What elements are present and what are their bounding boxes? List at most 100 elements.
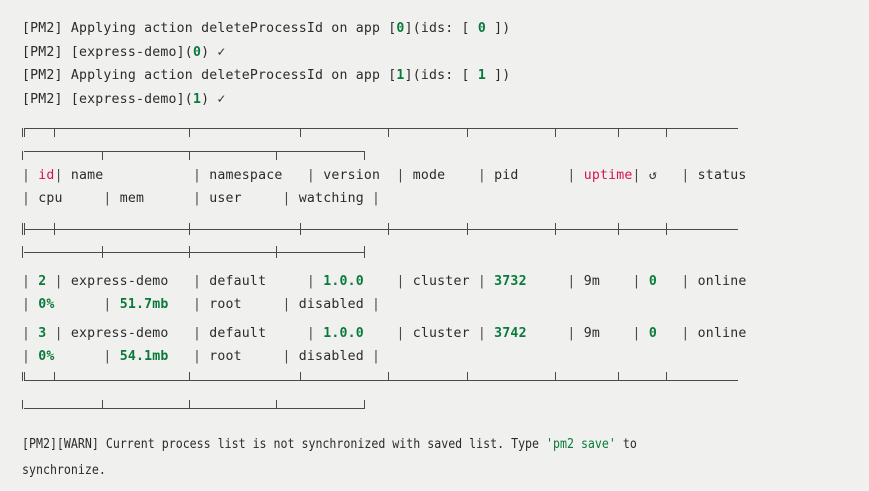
table-mid-rule-secondary	[24, 252, 364, 253]
table-mid-tick-6	[554, 223, 556, 235]
log-segment: [PM2] [express-demo](	[22, 44, 193, 60]
log-segment: ](ids: [	[404, 68, 478, 83]
spacer	[55, 297, 104, 312]
spacer	[690, 326, 698, 341]
column-separator: |	[192, 274, 202, 289]
column-separator: |	[477, 168, 487, 183]
table-mid-tick-3	[300, 223, 302, 235]
warning-segment: [PM2][WARN] Current process list is not …	[22, 437, 547, 452]
table-mid2-tick-0	[22, 246, 23, 258]
spacer	[470, 274, 478, 289]
row0-primary-cell-8: online	[697, 274, 747, 289]
row0-secondary-cell-1: 51.7mb	[119, 297, 169, 312]
header-primary-cell-3: version	[323, 168, 381, 183]
spacer	[690, 168, 698, 183]
row1-primary-cell-6: 9m	[583, 326, 600, 341]
column-separator: |	[282, 191, 291, 206]
column-separator: |	[282, 349, 291, 364]
log-line-result-0: [PM2] [express-demo](0) ✓	[22, 41, 510, 65]
column-separator: |	[372, 349, 381, 364]
table-top-left-corner	[24, 128, 25, 137]
table-mid2-tick-4	[363, 246, 365, 258]
header-secondary-cell-3: watching	[298, 191, 364, 206]
row0-primary-cell-2: default	[209, 274, 267, 289]
table-row: | 2 | express-demo | default | 1.0.0 | c…	[22, 270, 755, 294]
row1-primary-cell-2: default	[209, 326, 267, 341]
column-separator: |	[22, 349, 31, 364]
log-line-delete-1: [PM2] Applying action deleteProcessId on…	[22, 64, 510, 88]
table-top2-tick-0	[22, 151, 23, 160]
spacer	[201, 297, 209, 312]
spacer	[201, 274, 209, 289]
warning-line-1: [PM2][WARN] Current process list is not …	[22, 432, 637, 458]
spacer	[291, 191, 299, 206]
row0-primary-cell-1: express-demo	[70, 274, 169, 289]
log-segment: )	[201, 91, 218, 107]
spacer	[291, 297, 299, 312]
table-mid2-tick-3	[276, 246, 278, 258]
table-top-tick-7	[618, 128, 620, 137]
table-top-tick-4	[387, 128, 389, 137]
row0-primary-cell-0: 2	[38, 274, 47, 289]
spacer	[747, 168, 755, 183]
table-row-secondary: | 0% | 54.1mb | root | disabled |	[22, 345, 380, 369]
spacer	[169, 326, 193, 341]
spacer	[144, 191, 193, 206]
table-row: | 3 | express-demo | default | 1.0.0 | c…	[22, 322, 755, 346]
row0-secondary-cell-2: root	[209, 297, 242, 312]
table-top-rule-primary	[24, 128, 738, 129]
column-separator: |	[681, 326, 690, 341]
column-separator: |	[306, 274, 316, 289]
spacer	[169, 297, 193, 312]
column-separator: |	[567, 274, 576, 289]
spacer	[364, 274, 397, 289]
log-segment: ✓	[217, 44, 226, 60]
spacer	[266, 274, 307, 289]
spacer	[364, 349, 372, 364]
header-primary-cell-4: mode	[412, 168, 446, 183]
spacer	[242, 191, 283, 206]
table-bottom-rule-secondary	[24, 408, 364, 409]
spacer	[405, 168, 413, 183]
column-separator: |	[632, 168, 641, 183]
spacer	[470, 326, 478, 341]
table-mid-tick-2	[188, 223, 190, 235]
table-mid-tick-8	[665, 223, 667, 235]
table-bottom2-tick-0	[22, 400, 23, 409]
column-separator: |	[54, 274, 63, 289]
column-separator: |	[372, 191, 381, 206]
column-separator: |	[192, 349, 202, 364]
log-line-result-1: [PM2] [express-demo](1) ✓	[22, 88, 510, 112]
table-top2-tick-3	[276, 151, 278, 160]
spacer	[641, 168, 649, 183]
column-separator: |	[372, 297, 381, 312]
pm2-warning-message: [PM2][WARN] Current process list is not …	[22, 432, 637, 484]
table-top-tick-0	[22, 128, 23, 137]
column-separator: |	[681, 168, 690, 183]
spacer	[364, 326, 397, 341]
log-segment: ✓	[217, 91, 226, 107]
column-separator: |	[103, 191, 112, 206]
spacer	[46, 274, 54, 289]
header-primary-cell-5: pid	[494, 168, 519, 183]
spacer	[405, 326, 413, 341]
column-separator: |	[22, 326, 31, 341]
spacer	[63, 326, 71, 341]
spacer	[315, 326, 323, 341]
log-line-delete-0: [PM2] Applying action deleteProcessId on…	[22, 17, 510, 41]
table-mid-tick-0	[22, 223, 23, 235]
spacer	[201, 168, 209, 183]
log-segment: [PM2] [express-demo](	[22, 91, 193, 107]
spacer	[169, 274, 193, 289]
table-bottom-tick-4	[387, 372, 389, 381]
row1-secondary-cell-1: 54.1mb	[119, 349, 169, 364]
log-segment: 0	[477, 21, 486, 36]
header-primary-cell-7: ↺	[648, 168, 657, 183]
row1-primary-cell-3: 1.0.0	[323, 326, 364, 341]
header-primary-cell-8: status	[697, 168, 747, 183]
log-segment: 0	[192, 44, 202, 60]
spacer	[527, 274, 568, 289]
spacer	[690, 274, 698, 289]
header-primary-cell-2: namespace	[209, 168, 283, 183]
table-mid-tick-4	[387, 223, 389, 235]
